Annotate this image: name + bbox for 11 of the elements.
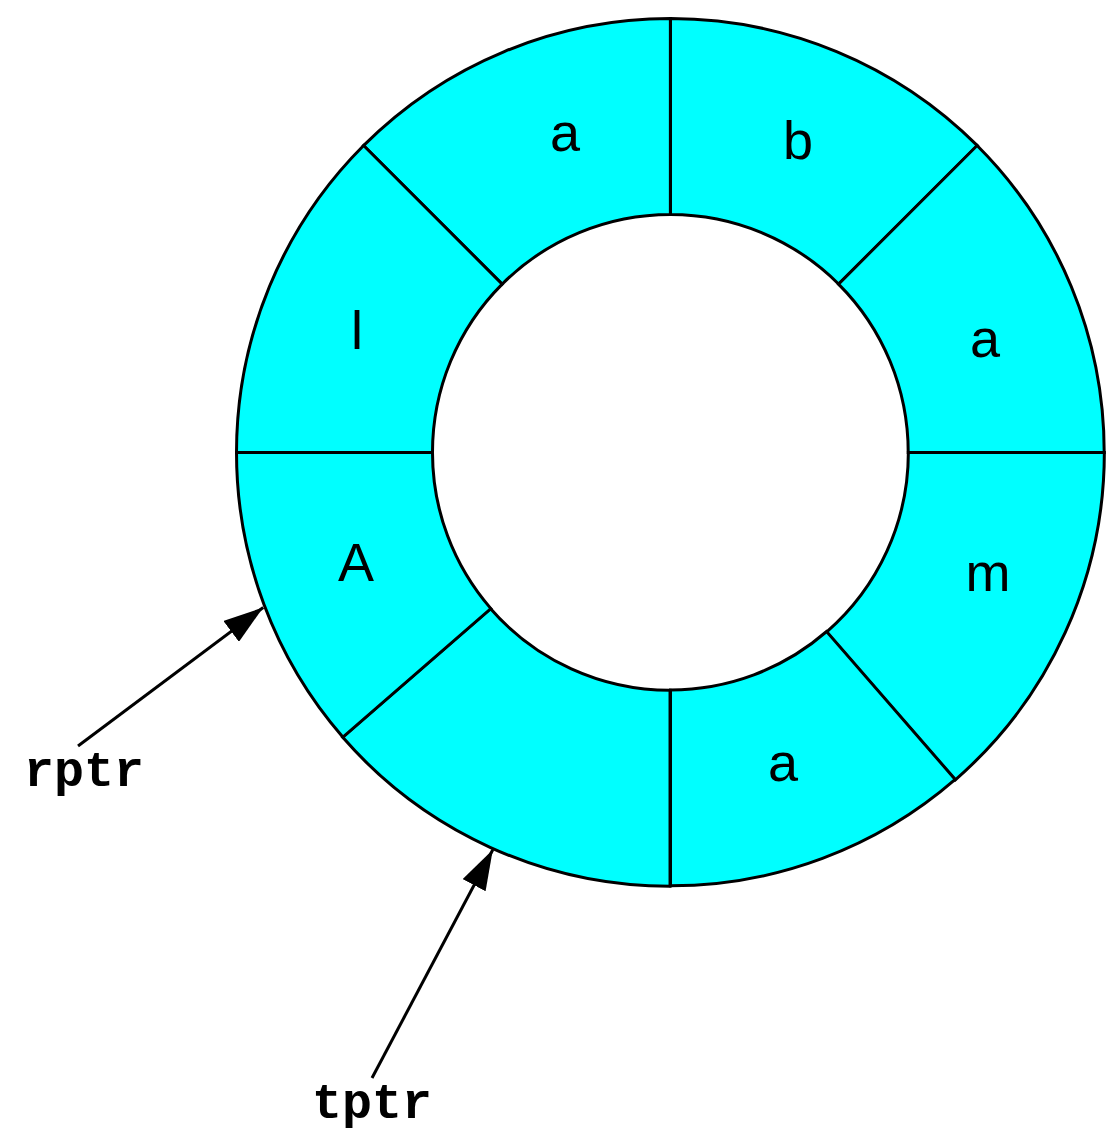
pointer-arrow xyxy=(77,606,265,748)
slot-character: A xyxy=(338,535,374,589)
slot-character: a xyxy=(549,105,580,159)
slot-character: a xyxy=(768,735,798,789)
slot-character: b xyxy=(783,113,813,167)
pointer-label: rptr xyxy=(24,748,145,798)
slot-character: l xyxy=(351,303,363,357)
slot-character: m xyxy=(965,545,1011,599)
slot-character: a xyxy=(969,311,1000,365)
pointer-label: tptr xyxy=(312,1080,433,1130)
pointer-arrow xyxy=(370,849,495,1079)
